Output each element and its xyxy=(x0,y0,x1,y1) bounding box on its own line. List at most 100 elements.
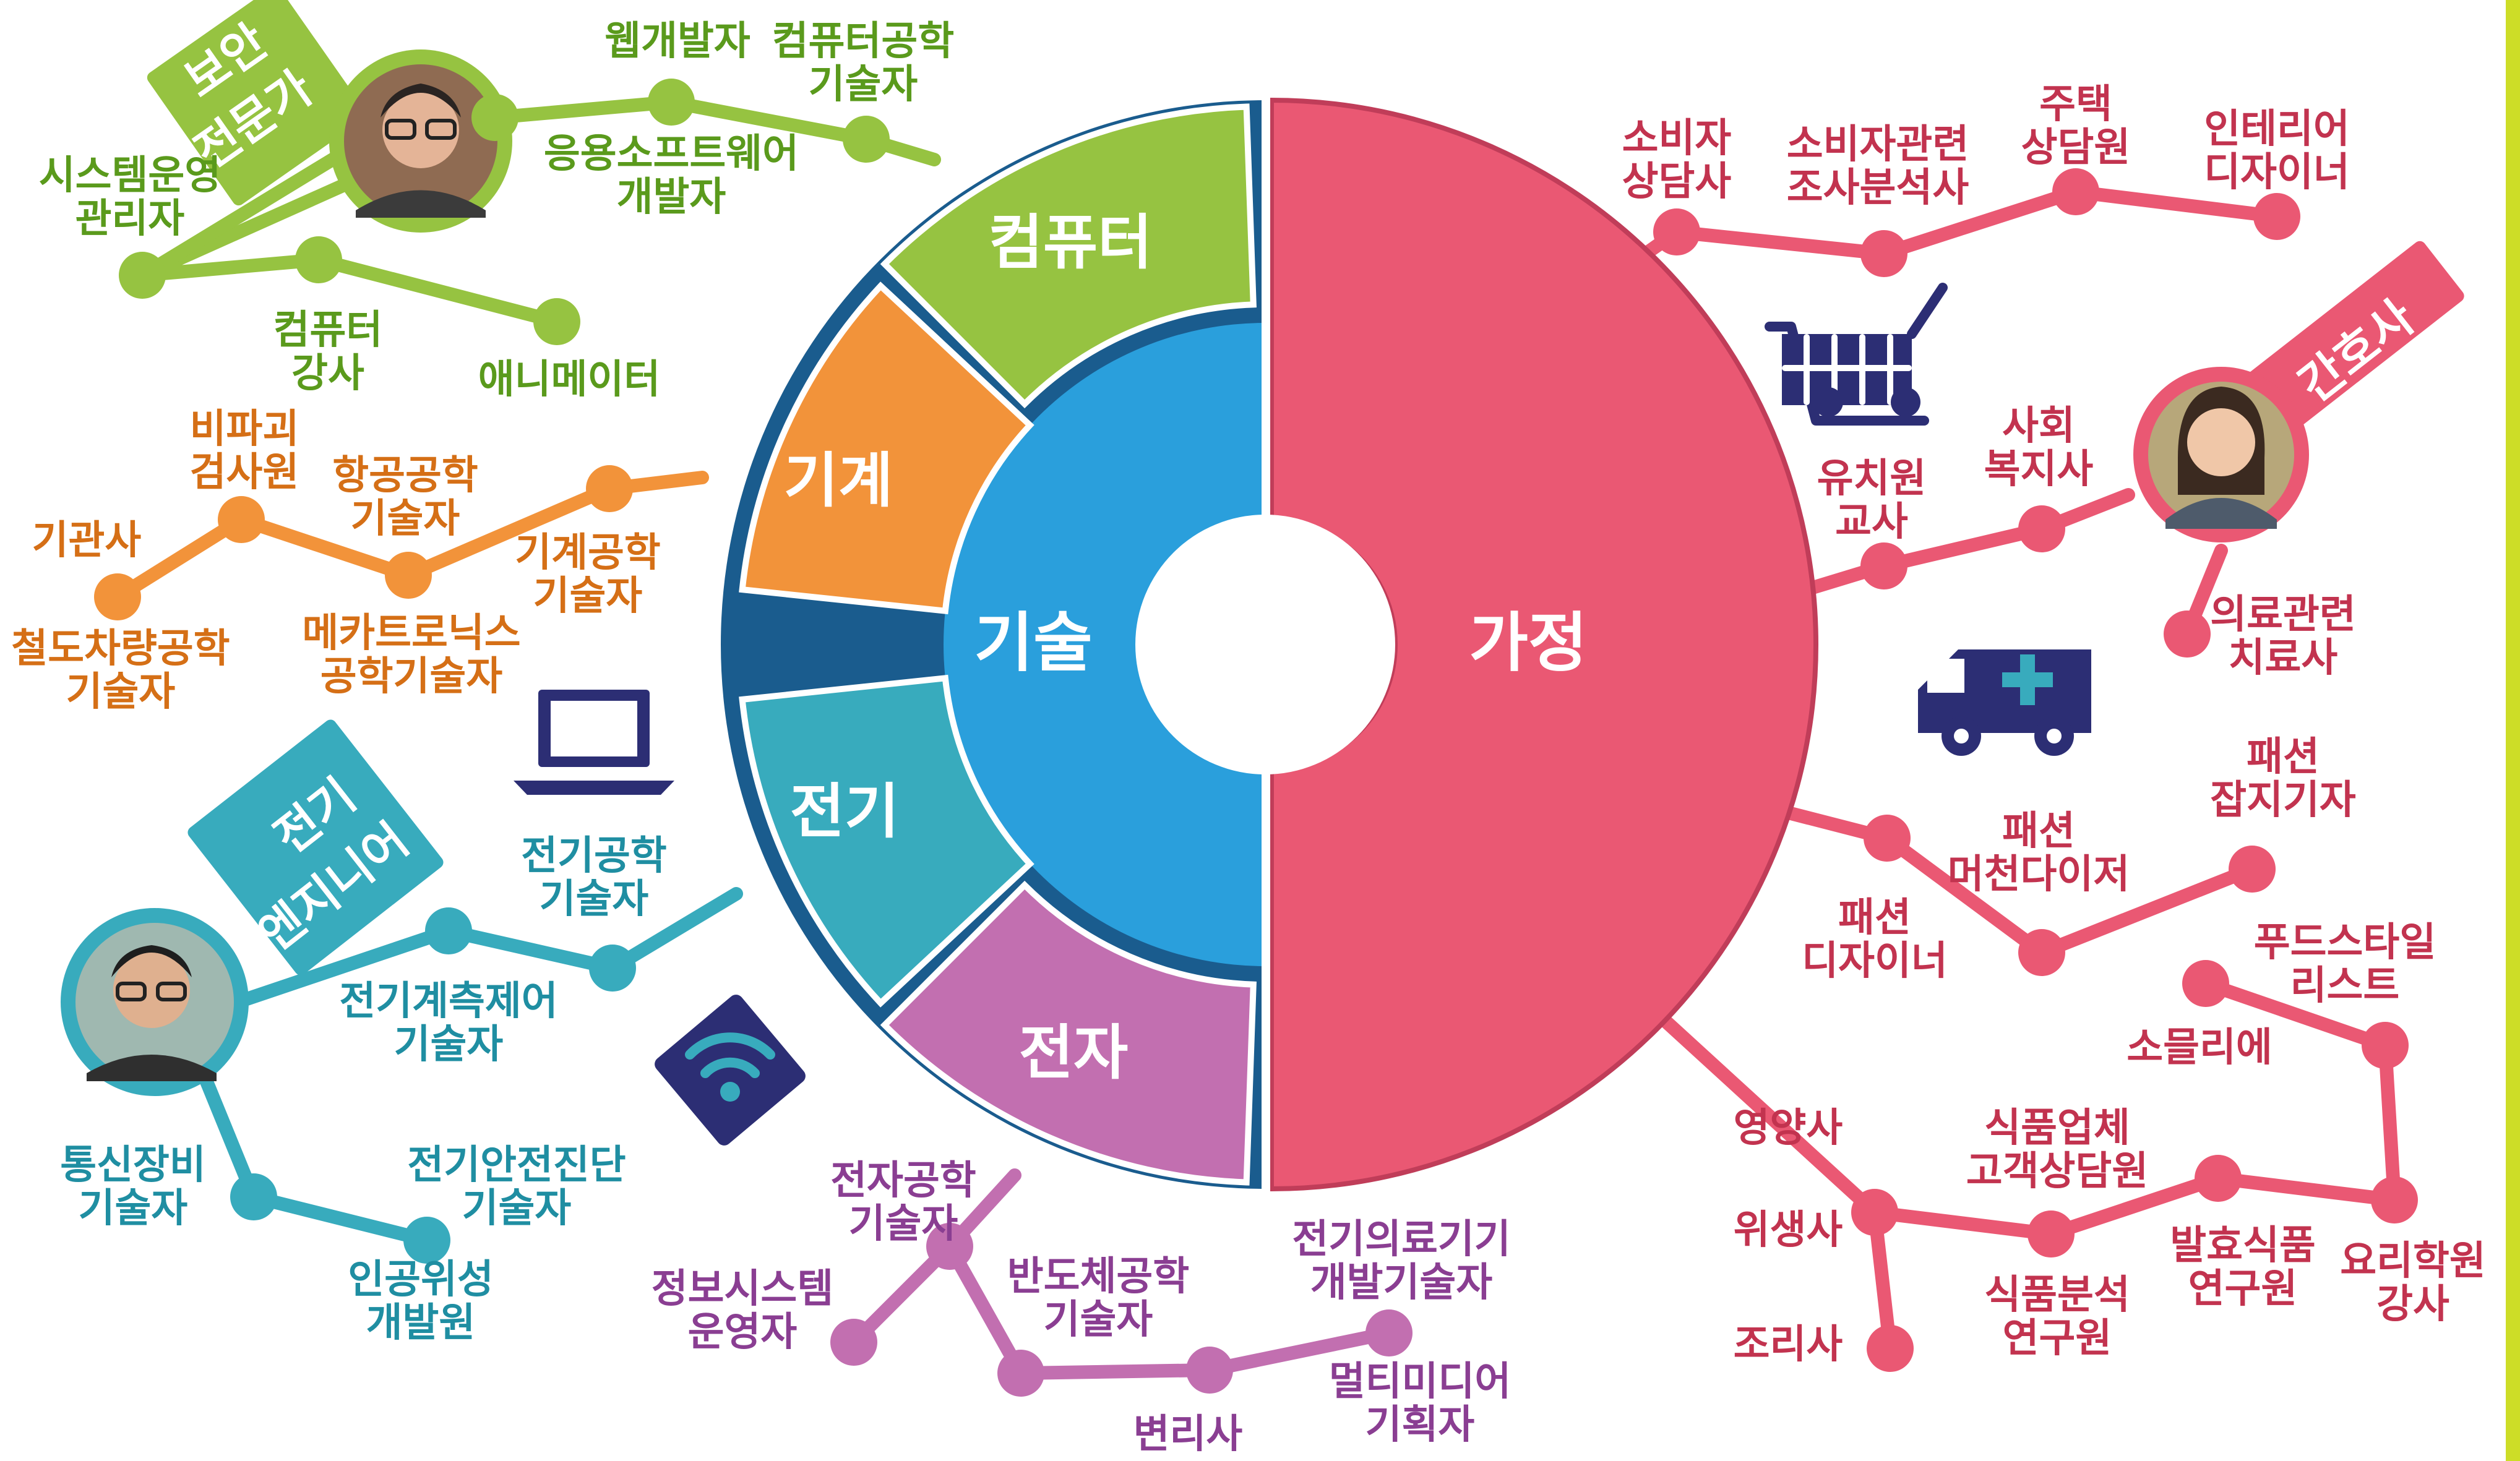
job-label: 영양사 xyxy=(1734,1105,1843,1151)
job-label-line: 주택 xyxy=(2039,82,2112,127)
job-label-line: 시스템운영 xyxy=(39,153,221,199)
job-label-line: 기계공학 xyxy=(515,530,661,576)
job-label-line: 고객상담원 xyxy=(1966,1149,2148,1194)
job-label-line: 강사 xyxy=(2376,1282,2449,1327)
job-label-line: 운영자 xyxy=(688,1309,798,1355)
central-wheel: 기술 가정 컴퓨터 기계 전기 전자 xyxy=(721,88,1818,1201)
job-label-line: 교사 xyxy=(1835,499,1908,545)
tag-security-expert: 보안 전문가 xyxy=(147,0,367,206)
job-label-line: 기술자 xyxy=(66,669,176,715)
job-label-line: 컴퓨터 xyxy=(273,307,383,353)
job-label-line: 상담사 xyxy=(1622,159,1732,205)
job-node xyxy=(997,1350,1044,1397)
wheel-center-hole xyxy=(1135,515,1395,774)
job-label-line: 정보시스템 xyxy=(652,1266,833,1312)
tag-electric-engineer: 전기 엔지니어 xyxy=(187,719,444,975)
job-node xyxy=(1860,230,1907,277)
job-label-line: 개발원 xyxy=(366,1300,476,1346)
job-label-line: 검사원 xyxy=(190,450,299,495)
job-node xyxy=(2362,1022,2409,1069)
segment-electric[interactable] xyxy=(739,674,1034,1008)
job-label-line: 영양사 xyxy=(1734,1105,1843,1151)
job-label-line: 소비자 xyxy=(1622,116,1732,161)
job-label-line: 개발기술자 xyxy=(1310,1260,1493,1306)
segment-label-electric: 전기 xyxy=(790,777,900,846)
segment-label-electronics: 전자 xyxy=(1019,1018,1129,1087)
job-node xyxy=(1186,1347,1233,1394)
job-label-line: 디자이너 xyxy=(1802,938,1948,984)
job-node xyxy=(1867,1325,1914,1372)
job-label: 애니메이터 xyxy=(478,357,660,403)
job-label-line: 잡지기자 xyxy=(2210,778,2356,823)
job-label-line: 강사 xyxy=(291,351,364,396)
job-label-line: 사회 xyxy=(2002,403,2075,449)
job-label-line: 조사분석사 xyxy=(1787,165,1969,211)
job-label-line: 전기공학 xyxy=(521,833,667,879)
job-node xyxy=(119,252,166,299)
job-label-line: 식품분석 xyxy=(1984,1272,2130,1318)
job-label-line: 기술자 xyxy=(1044,1297,1153,1343)
job-label-line: 반도체공학 xyxy=(1007,1254,1189,1300)
job-label-line: 의료관련 xyxy=(2210,592,2356,638)
segment-machine[interactable] xyxy=(739,281,1034,615)
job-label-line: 통신장비 xyxy=(60,1142,206,1188)
wifi-icon xyxy=(655,995,806,1146)
job-label-line: 상담원 xyxy=(2021,125,2131,171)
avatar-security-expert xyxy=(329,49,512,233)
segment-electronics[interactable] xyxy=(880,880,1257,1186)
job-node xyxy=(2229,846,2276,893)
job-label-line: 기술자 xyxy=(394,1022,504,1068)
job-label: 위생사 xyxy=(1734,1207,1843,1253)
job-node xyxy=(2164,611,2211,658)
ambulance-icon xyxy=(1918,649,2091,756)
job-node xyxy=(230,1173,277,1220)
job-label-line: 기술자 xyxy=(462,1186,572,1232)
job-node xyxy=(1851,1189,1898,1236)
job-node xyxy=(589,945,636,992)
shopping-cart-icon xyxy=(1765,283,1948,426)
job-node xyxy=(385,552,432,599)
job-label-line: 조리사 xyxy=(1734,1322,1843,1368)
job-label-line: 기술자 xyxy=(351,496,460,542)
job-label-line: 비파괴 xyxy=(190,406,299,452)
job-node xyxy=(2195,1155,2242,1202)
job-label-line: 전기계측제어 xyxy=(339,979,557,1024)
job-label-line: 유치원 xyxy=(1817,456,1927,502)
job-label-line: 개발자 xyxy=(617,174,726,220)
job-node xyxy=(2018,505,2065,552)
segment-computer[interactable] xyxy=(880,103,1257,409)
job-label-line: 기술자 xyxy=(79,1186,188,1232)
segment-label-computer: 컴퓨터 xyxy=(989,208,1153,277)
job-label: 조리사 xyxy=(1734,1322,1843,1368)
job-label-line: 전자공학 xyxy=(830,1158,976,1204)
job-node xyxy=(843,116,890,163)
job-node xyxy=(2371,1176,2418,1223)
job-label-line: 연구원 xyxy=(2003,1316,2112,1361)
job-node xyxy=(533,298,580,345)
job-label-line: 패션 xyxy=(1838,895,1911,941)
job-label-line: 응용소프트웨어 xyxy=(544,131,799,177)
job-label-line: 전기의료기기 xyxy=(1292,1217,1510,1262)
job-node xyxy=(586,465,633,512)
job-label-line: 기술자 xyxy=(533,573,643,619)
segment-label-machine: 기계 xyxy=(784,446,893,515)
job-label-line: 철도차량공학 xyxy=(11,626,230,672)
